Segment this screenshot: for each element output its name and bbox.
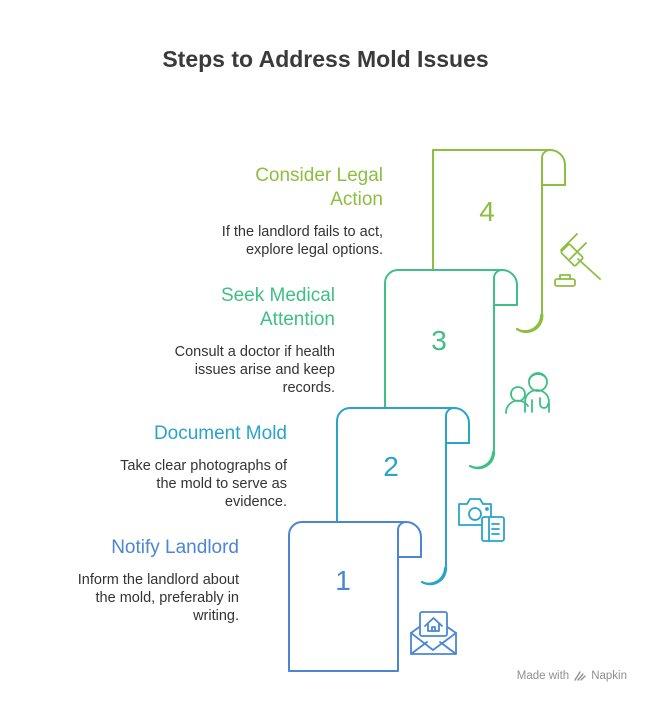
step-3-title-line: Seek Medical [220,285,335,306]
step-3-description-line: Consult a doctor if health [174,344,335,360]
step-1-description-line: the mold, preferably in [95,590,239,606]
gavel-icon [554,233,601,287]
step-3-scroll [384,269,518,470]
step-4-description-line: If the landlord fails to act, [221,224,383,240]
page-title: Steps to Address Mold Issues [162,46,489,72]
step-1-description: Inform the landlord about the mold, pref… [20,571,239,625]
step-2-title: Document Mold [153,423,287,444]
step-1-description-line: writing. [193,608,239,624]
step-2-number: 2 [383,451,399,482]
step-1-scroll [288,521,422,672]
watermark: Made with Napkin [517,670,627,682]
step-2-description-line: the mold to serve as [156,476,287,492]
step-3-description: Consult a doctor if health issues arise … [110,343,335,397]
step-3-title-line: Attention [260,309,335,330]
step-3-title: Seek Medical Attention [130,284,335,332]
step-2-description-line: evidence. [224,494,287,510]
camera-notebook-icon [458,498,505,542]
step-2-scroll [336,407,470,586]
step-1-number: 1 [335,565,351,596]
step-3-description-line: records. [282,380,335,396]
step-4-description: If the landlord fails to act, explore le… [160,223,383,259]
step-4-description-line: explore legal options. [245,242,383,258]
envelope-house-icon [410,611,457,655]
step-1-description-line: Inform the landlord about [77,572,239,588]
watermark-brand: Napkin [591,670,627,682]
napkin-logo-icon [574,671,586,681]
step-2-description: Take clear photographs of the mold to se… [60,457,287,511]
step-1-title: Notify Landlord [111,537,239,558]
watermark-prefix: Made with [516,670,570,682]
doctor-patient-icon [505,372,550,414]
step-2-description-line: Take clear photographs of [120,458,287,474]
step-4-title-line: Action [330,189,383,210]
step-4-title: Consider Legal Action [180,164,383,212]
step-4-scroll [432,149,566,333]
step-4-title-line: Consider Legal [255,165,383,186]
step-3-description-line: issues arise and keep [194,362,335,378]
step-3-number: 3 [431,325,447,356]
step-4-number: 4 [479,196,495,227]
